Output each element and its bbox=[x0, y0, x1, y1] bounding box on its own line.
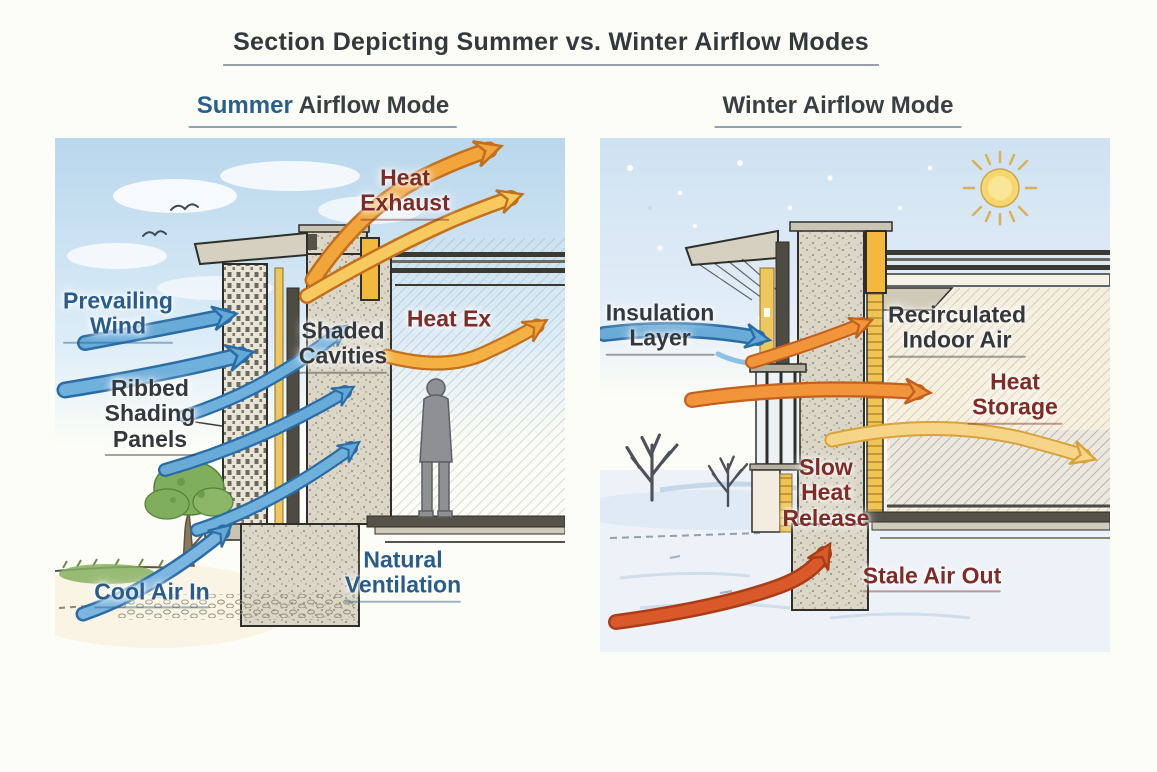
summer-heading-accent: Summer bbox=[196, 92, 293, 119]
label-recirculated-indoor-air: Recirculated Indoor Air bbox=[888, 302, 1026, 358]
winter-building-section bbox=[684, 221, 1110, 611]
label-insulation-layer: Insulation Layer bbox=[606, 300, 715, 356]
interior-shading bbox=[391, 238, 565, 518]
sun-icon bbox=[962, 150, 1038, 226]
label-shaded-cavities: Shaded Cavities bbox=[299, 318, 387, 374]
summer-panel: Heat Exhaust Prevailing Wind Shaded Cavi… bbox=[55, 138, 565, 652]
label-connector bbox=[194, 421, 223, 427]
label-prevailing-wind: Prevailing Wind bbox=[63, 288, 173, 344]
label-heat-exhaust: Heat Exhaust bbox=[360, 165, 449, 221]
page-title: Section Depicting Summer vs. Winter Airf… bbox=[223, 28, 879, 66]
winter-heading-rest: Airflow Mode bbox=[797, 92, 954, 119]
label-slow-heat-release: Slow Heat Release bbox=[782, 454, 870, 531]
summer-heading: Summer Airflow Mode bbox=[188, 92, 458, 128]
winter-heading-accent: Winter bbox=[722, 92, 798, 119]
insulation-duct bbox=[865, 230, 887, 294]
winter-panel: Insulation Layer Recirculated Indoor Air… bbox=[600, 138, 1110, 652]
label-stale-air-out: Stale Air Out bbox=[863, 563, 1001, 592]
person-figure bbox=[418, 378, 453, 518]
label-cool-air-in: Cool Air In bbox=[94, 579, 209, 608]
summer-heading-rest: Airflow Mode bbox=[292, 92, 450, 119]
label-natural-ventilation: Natural Ventilation bbox=[345, 547, 461, 603]
label-ribbed-shading-panels: Ribbed Shading Panels bbox=[105, 375, 196, 456]
winter-heading: Winter Airflow Mode bbox=[714, 92, 962, 128]
label-heat-storage: Heat Storage bbox=[968, 369, 1063, 425]
bird-icons bbox=[142, 203, 199, 237]
label-heat-ex: Heat Ex bbox=[406, 305, 492, 332]
